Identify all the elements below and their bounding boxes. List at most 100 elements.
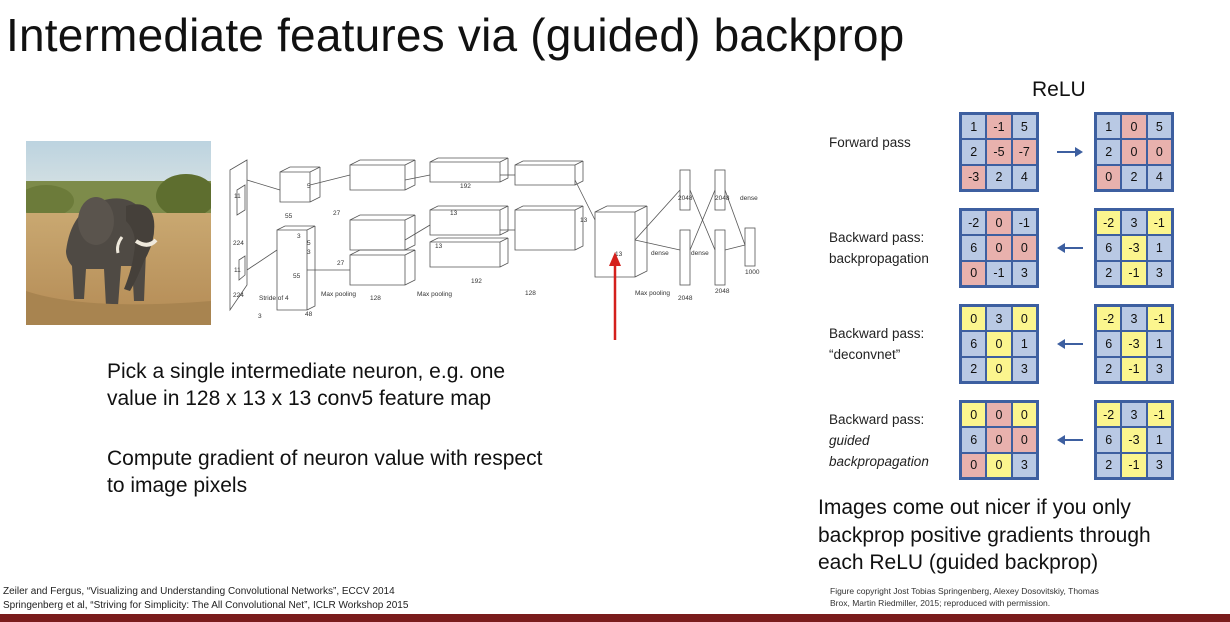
relu-grid-right-1-cell: 4	[1146, 164, 1172, 190]
conv1-top-box	[279, 166, 321, 203]
relu-grid-right-3-cell: -2	[1096, 306, 1122, 332]
relu-grid-left-1-cell: -3	[961, 164, 987, 190]
relu-grid-right-3-cell: 6	[1096, 331, 1122, 357]
red-pointer-arrow	[609, 252, 621, 340]
network-label: 192	[460, 183, 471, 190]
relu-grid-left-4-cell: 3	[1011, 452, 1037, 478]
dense-box	[679, 229, 691, 286]
relu-row-label-1: Forward pass	[829, 132, 911, 153]
network-label: 2048	[715, 288, 730, 295]
input-kernel-box	[236, 184, 246, 216]
relu-grid-left-3-cell: 3	[1011, 356, 1037, 382]
relu-grid-right-2-cell: -1	[1121, 260, 1147, 286]
note-line3: each ReLU (guided backprop)	[818, 551, 1099, 574]
network-label: 3	[297, 233, 301, 240]
relu-grid-right-1-cell: 0	[1121, 114, 1147, 140]
conv2-bottom-box	[349, 249, 416, 286]
relu-grid-left-2-cell: 0	[1011, 235, 1037, 261]
relu-grid-right-3-cell: -1	[1121, 356, 1147, 382]
network-label: 13	[450, 210, 458, 217]
conv2-mid-box	[349, 214, 416, 251]
relu-grid-left-4-cell: 0	[1011, 402, 1037, 428]
arrow-right-icon	[1057, 147, 1083, 157]
connection-line	[574, 179, 596, 221]
network-label: 5	[307, 183, 311, 190]
relu-grid-left-2-cell: 0	[986, 235, 1012, 261]
network-label: 224	[233, 240, 244, 247]
network-label: dense	[651, 250, 669, 257]
relu-grid-left-4-cell: 0	[986, 402, 1012, 428]
connection-line	[724, 189, 746, 246]
guided-backprop-note: Images come out nicer if you only backpr…	[818, 494, 1151, 577]
relu-grid-left-3-cell: 0	[1011, 306, 1037, 332]
conv3-bottom-box	[429, 237, 509, 268]
network-label: 55	[285, 213, 293, 220]
slide-title: Intermediate features via (guided) backp…	[6, 9, 905, 61]
relu-grid-left-4-cell: 0	[961, 402, 987, 428]
body-text-line2: value in 128 x 13 x 13 conv5 feature map	[107, 387, 492, 410]
conv2-top-box	[349, 159, 416, 191]
relu-grid-right-1-cell: 1	[1096, 114, 1122, 140]
relu-grid-left-3-cell: 0	[961, 306, 987, 332]
arrow-left-icon	[1057, 435, 1083, 445]
network-label: 2048	[678, 295, 693, 302]
relu-grid-left-1-cell: 2	[961, 139, 987, 165]
relu-grid-left-1-cell: -1	[986, 114, 1012, 140]
connection-line	[689, 189, 716, 251]
relu-grid-left-3-cell: 6	[961, 331, 987, 357]
relu-grid-left-1-cell: -5	[986, 139, 1012, 165]
relu-row-label-line: backpropagation	[829, 251, 929, 266]
relu-grid-right-4-cell: 1	[1146, 427, 1172, 453]
relu-row-label-line: Backward pass:	[829, 326, 925, 341]
relu-grid-right-1-cell: 2	[1096, 139, 1122, 165]
input-kernel-box	[238, 255, 246, 281]
connection-line	[634, 189, 681, 241]
relu-row-label-line: Backward pass:	[829, 411, 925, 427]
relu-grid-left-4-cell: 0	[961, 452, 987, 478]
network-label: 13	[615, 251, 623, 258]
network-label: 128	[525, 290, 536, 297]
network-label: 2048	[715, 195, 730, 202]
connection-line	[309, 174, 351, 186]
arrow-left-icon	[1057, 243, 1083, 253]
relu-grid-right-3-cell: -3	[1121, 331, 1147, 357]
relu-grid-right-4-cell: -1	[1146, 402, 1172, 428]
slide-bottom-bar	[0, 614, 1230, 622]
relu-row-label-line: Backward pass:	[829, 230, 925, 245]
connection-line	[404, 224, 431, 241]
network-label: 192	[471, 278, 482, 285]
dense-top-box	[714, 169, 726, 211]
network-label: 13	[435, 243, 443, 250]
relu-grid-right-3-cell: 3	[1146, 356, 1172, 382]
network-label: 27	[333, 210, 341, 217]
relu-grid-left-3-cell: 2	[961, 356, 987, 382]
relu-grid-right-1-cell: 0	[1096, 164, 1122, 190]
relu-grid-left-2-cell: 6	[961, 235, 987, 261]
relu-grid-left-3-cell: 0	[986, 356, 1012, 382]
network-label: Max pooling	[321, 291, 356, 298]
relu-grid-right-2-cell: 1	[1146, 235, 1172, 261]
relu-grid-left-1-cell: 1	[961, 114, 987, 140]
body-text-line1: Pick a single intermediate neuron, e.g. …	[107, 360, 506, 383]
relu-row-label-line: “deconvnet”	[829, 347, 901, 362]
note-line1: Images come out nicer if you only	[818, 496, 1131, 519]
relu-grid-right-4-cell: -1	[1121, 452, 1147, 478]
body-text-line4: to image pixels	[107, 474, 248, 497]
conv3-top-box	[429, 157, 509, 183]
network-label: 5	[307, 240, 311, 247]
relu-row-label-2: Backward pass: backpropagation	[829, 227, 929, 269]
relu-grid-right-4-cell: 6	[1096, 427, 1122, 453]
network-label: Max pooling	[635, 290, 670, 297]
relu-grid-right-4-cell: -3	[1121, 427, 1147, 453]
relu-grid-right-2-cell: 3	[1121, 210, 1147, 236]
connection-line	[246, 249, 278, 271]
output-box	[744, 227, 756, 267]
